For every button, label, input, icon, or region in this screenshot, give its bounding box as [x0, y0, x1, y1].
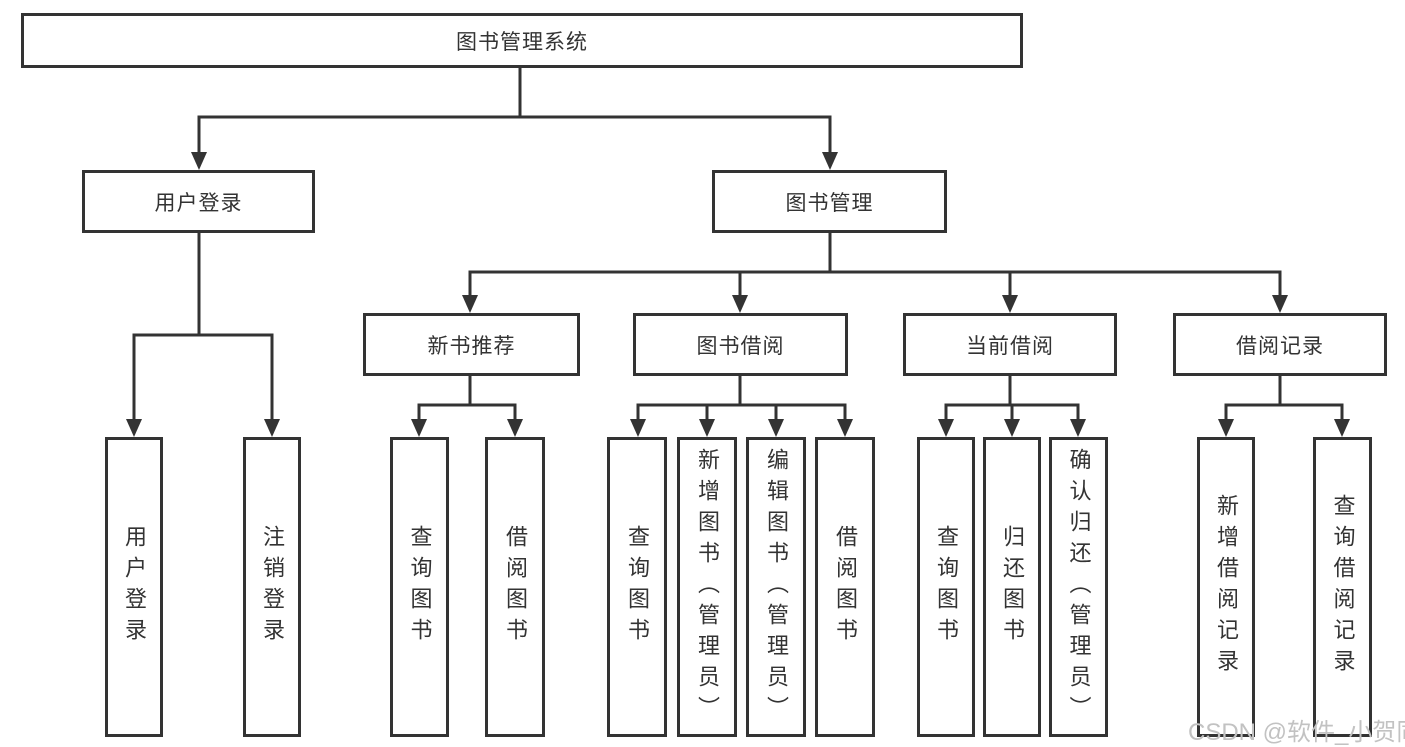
node-leaf-borrow-books-recommend-label: 借阅图书 [503, 525, 528, 649]
node-leaf-confirm-return-admin: 确认归还（管理员） [1049, 437, 1108, 737]
node-book-management-label: 图书管理 [785, 191, 874, 215]
node-leaf-query-borrow-record-label: 查询借阅记录 [1330, 494, 1356, 680]
node-leaf-add-borrow-record: 新增借阅记录 [1197, 437, 1255, 737]
node-current-borrow: 当前借阅 [903, 313, 1117, 376]
node-leaf-borrow-books: 借阅图书 [815, 437, 875, 737]
node-leaf-query-books-recommend: 查询图书 [390, 437, 449, 737]
node-current-borrow-label: 当前借阅 [966, 334, 1054, 358]
node-new-book-recommend-label: 新书推荐 [427, 334, 516, 358]
node-leaf-return-books: 归还图书 [983, 437, 1041, 737]
node-book-borrow: 图书借阅 [633, 313, 848, 376]
node-leaf-query-books-current-label: 查询图书 [934, 525, 959, 649]
node-leaf-query-books-borrow-label: 查询图书 [625, 525, 650, 649]
node-user-login: 用户登录 [82, 170, 315, 233]
node-leaf-return-books-label: 归还图书 [1000, 525, 1025, 649]
node-leaf-confirm-return-admin-label: 确认归还（管理员） [1066, 447, 1092, 727]
node-library-system: 图书管理系统 [21, 13, 1023, 68]
node-leaf-add-books-admin: 新增图书（管理员） [677, 437, 737, 737]
node-user-login-label: 用户登录 [154, 191, 243, 215]
node-leaf-add-books-admin-label: 新增图书（管理员） [695, 447, 720, 727]
node-library-system-label: 图书管理系统 [456, 30, 588, 54]
node-book-borrow-label: 图书借阅 [696, 334, 785, 358]
node-leaf-query-books-current: 查询图书 [917, 437, 975, 737]
node-leaf-edit-books-admin-label: 编辑图书（管理员） [764, 447, 789, 727]
node-borrow-records-label: 借阅记录 [1236, 334, 1324, 358]
node-borrow-records: 借阅记录 [1173, 313, 1387, 376]
node-leaf-add-borrow-record-label: 新增借阅记录 [1214, 494, 1239, 680]
node-leaf-edit-books-admin: 编辑图书（管理员） [746, 437, 806, 737]
node-leaf-user-login-label: 用户登录 [122, 525, 147, 649]
node-leaf-logout: 注销登录 [243, 437, 301, 737]
node-leaf-query-borrow-record: 查询借阅记录 [1313, 437, 1372, 737]
node-leaf-logout-label: 注销登录 [260, 525, 285, 649]
watermark: CSDN @软件_小贺同学 [1188, 719, 1405, 746]
node-book-management: 图书管理 [712, 170, 947, 233]
node-leaf-borrow-books-recommend: 借阅图书 [485, 437, 545, 737]
node-leaf-query-books-recommend-label: 查询图书 [407, 525, 433, 649]
node-leaf-query-books-borrow: 查询图书 [607, 437, 667, 737]
node-leaf-user-login: 用户登录 [105, 437, 163, 737]
node-new-book-recommend: 新书推荐 [363, 313, 580, 376]
node-leaf-borrow-books-label: 借阅图书 [833, 525, 858, 649]
